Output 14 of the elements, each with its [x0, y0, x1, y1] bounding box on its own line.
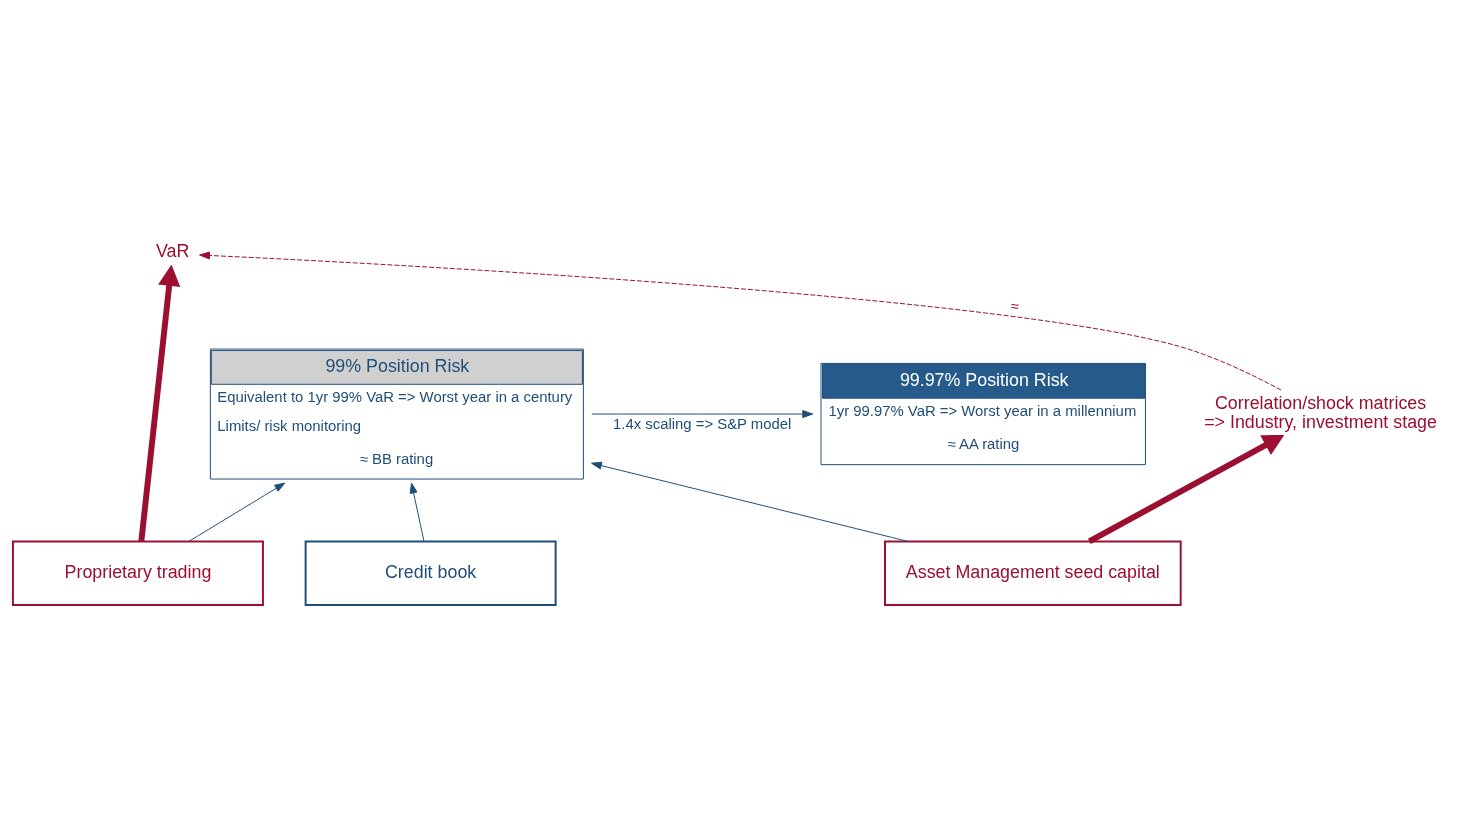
arrow [591, 409, 814, 418]
arrow [409, 482, 425, 542]
arrow [138, 264, 181, 542]
node-text: VaR [155, 240, 190, 261]
arrow [591, 461, 909, 542]
node-box: Proprietary trading [11, 540, 264, 606]
edge-label: ≈ [1010, 297, 1019, 314]
arrow [1087, 434, 1285, 544]
node-box: Credit book [304, 540, 557, 606]
node-box: Asset Management seed capital [884, 540, 1182, 606]
arrow [199, 251, 1282, 391]
node-text: Correlation/shock matrices => Industry, investment stage [1204, 391, 1437, 432]
arrow [188, 482, 286, 542]
edge-label: 1.4x scaling => S&P model [613, 415, 792, 432]
